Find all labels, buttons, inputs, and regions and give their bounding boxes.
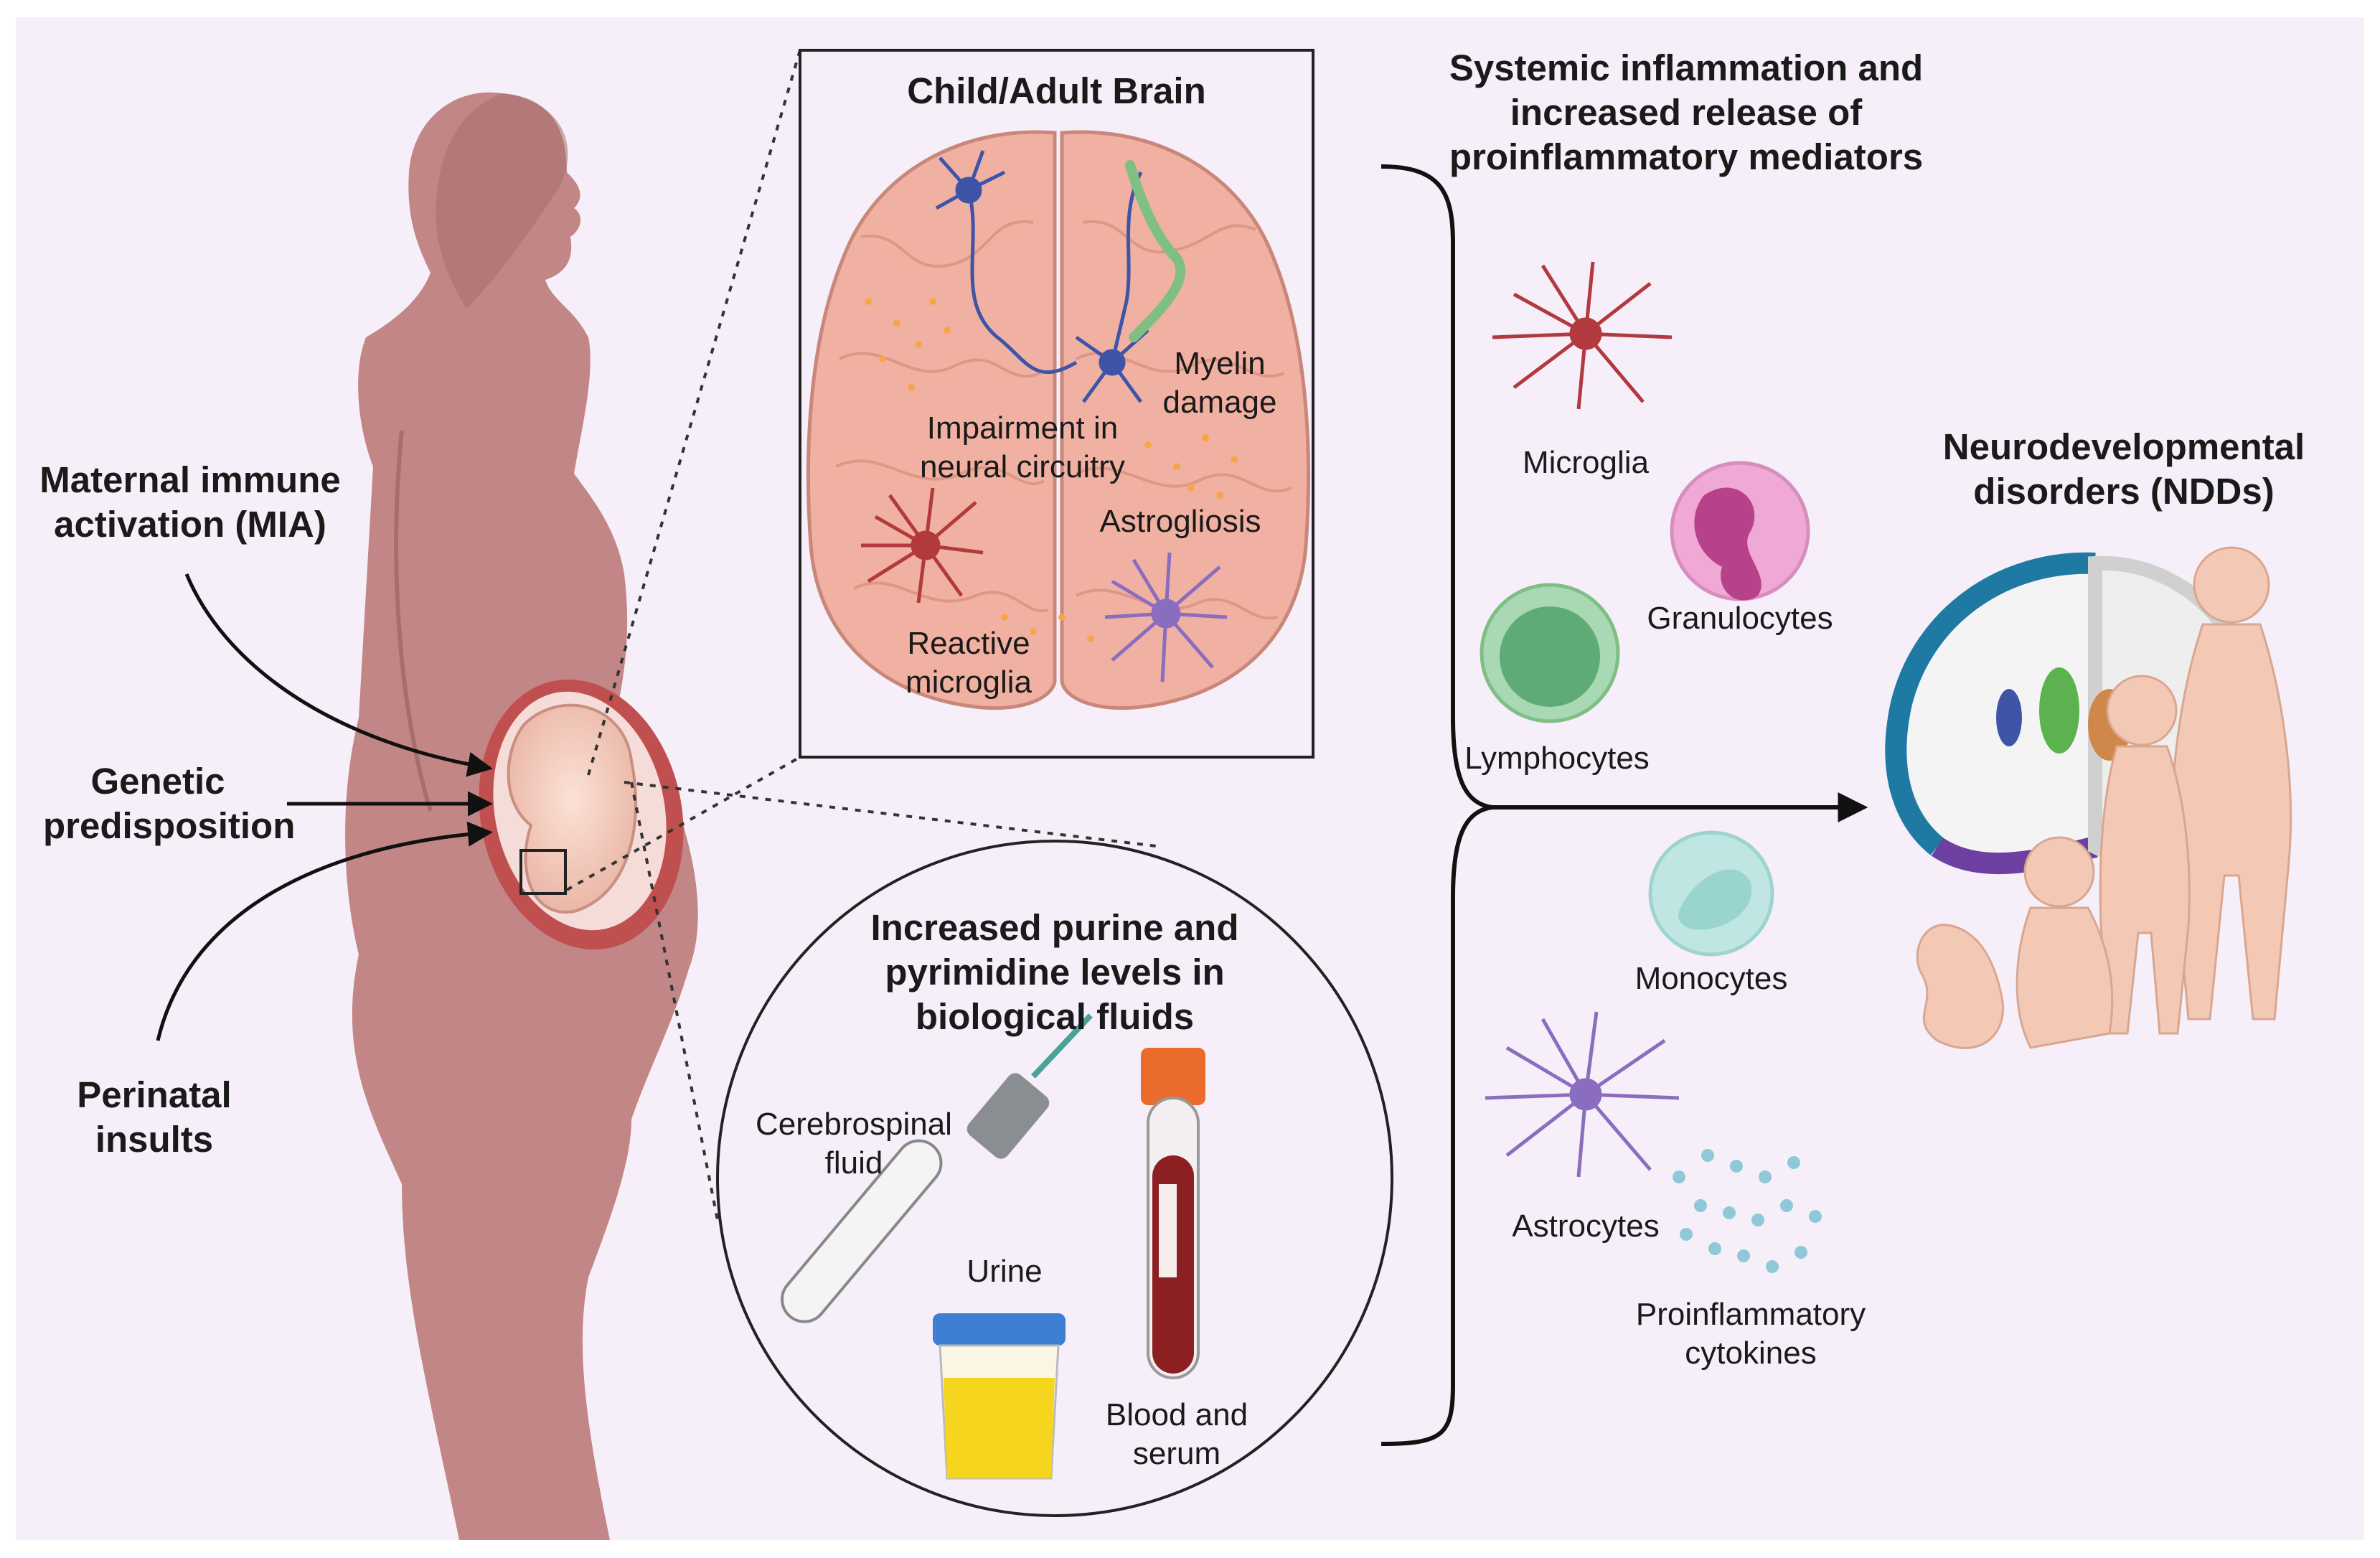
microglia-icon	[1492, 261, 1673, 410]
fetus-in-uterus	[479, 679, 684, 950]
label-astrocytes: Astrocytes	[1512, 1209, 1660, 1244]
neuron-icon	[935, 150, 1149, 403]
brain-panel	[799, 49, 1314, 759]
monocyte-icon	[1648, 830, 1774, 957]
label-microglia: Microglia	[1522, 445, 1650, 480]
granulocyte-icon	[1670, 461, 1810, 601]
fluids-panel	[716, 840, 1393, 1517]
syringe-icon	[781, 1013, 1093, 1323]
input-arrows	[156, 573, 493, 1041]
brain-panel-title: Child/Adult Brain	[907, 70, 1206, 111]
zoom-connector-lines	[566, 50, 1163, 1221]
urine-cup-icon	[933, 1313, 1066, 1480]
microglia-icon	[861, 487, 984, 604]
myelin-segment	[1125, 160, 1186, 342]
astrocyte-icon	[1485, 1011, 1680, 1178]
blood-tube-icon	[1141, 1048, 1205, 1379]
brain-top-view	[806, 130, 1311, 710]
astrocyte-icon	[1104, 552, 1228, 682]
children-growth-figures	[1916, 546, 2292, 1049]
label-astrogliosis: Astrogliosis	[1099, 504, 1261, 539]
label-urine: Urine	[966, 1254, 1043, 1289]
lymphocyte-icon	[1480, 583, 1620, 723]
label-granulocytes: Granulocytes	[1647, 601, 1833, 636]
cytokine-dots	[1673, 1149, 1822, 1273]
label-monocytes: Monocytes	[1635, 961, 1788, 996]
label-lymphocytes: Lymphocytes	[1464, 741, 1650, 776]
